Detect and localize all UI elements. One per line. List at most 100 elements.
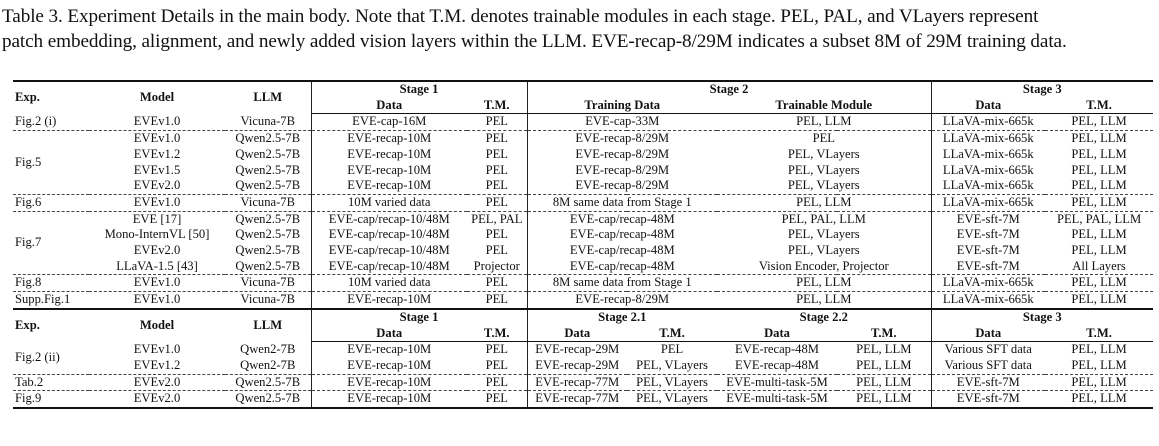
cell-stage3-tm: PEL, LLM [1045,130,1154,147]
cell-model: EVEv1.0 [89,130,225,147]
header-stage1-2: Stage 1 [310,307,528,326]
cell-stage3-tm: PEL, LLM [1045,373,1154,391]
cell-stage3-data: EVE-sft-7M [930,243,1046,259]
cell-stage2-data: EVE-cap-33M [526,113,718,131]
cell-stage1-tm: PEL [485,227,508,242]
cell-stage2-tm: PEL, LLM [717,291,932,310]
header-stage1-data-2: Data [310,325,467,343]
header-stage22-tm: T.M. [837,325,932,343]
cell-stage2-tm: PEL, PAL, LLM [717,210,932,228]
cell-exp: Fig.9 [13,390,89,410]
cell-stage1-tm: PEL [485,178,508,193]
cell-stage1-data: EVE-recap-10M [310,146,467,163]
cell-model: EVEv1.2 [133,146,181,161]
cell-stage3-tm: PEL, LLM [1045,193,1154,212]
cell-stage21-tm: PEL, VLayers [636,357,708,372]
cell-model: EVEv2.0 [89,390,225,410]
cell-stage1-tm: PEL [467,193,528,212]
cell-model: EVEv1.2 [133,357,181,372]
cell-stage21-tm: PEL [660,342,684,357]
header-llm-2: LLM [225,307,311,342]
cell-stage21-data: EVE-recap-29M [526,341,628,358]
header-llm: LLM [225,80,311,114]
cell-stage2-tm: PEL, VLayers [787,146,860,161]
cell-stage1-data: EVE-recap-10M [310,178,467,195]
cell-stage2-tm: PEL [717,130,932,147]
cell-llm: Qwen2.5-7B [235,178,301,193]
cell-stage1-tm: PEL [467,373,528,391]
header-model-2: Model [89,307,225,342]
cell-stage1-tm: PEL [485,342,508,357]
cell-model: LLaVA-1.5 [43] [116,258,198,273]
cell-stage1-tm: PEL [485,146,508,161]
cell-llm: Qwen2.5-7B [235,162,301,177]
header-stage21-tm: T.M. [627,325,718,343]
cell-exp: Fig.2 (ii) [15,349,60,364]
caption-line-1: Table 3. Experiment Details in the main … [2,6,1039,27]
cell-stage1-tm: PEL [467,291,528,310]
cell-stage3-data: LLaVA-mix-665k [930,178,1046,195]
cell-model: EVE [17] [89,210,225,228]
cell-stage2-data: EVE-cap/recap-48M [526,227,718,244]
header-stage1: Stage 1 [310,80,528,98]
cell-stage1-data: EVE-recap-10M [310,341,467,358]
cell-stage2-tm: PEL, VLayers [787,243,860,258]
cell-stage1-data: EVE-recap-10M [310,130,467,147]
cell-stage3-tm: PEL, PAL, LLM [1045,210,1154,228]
cell-stage1-data: EVE-recap-10M [310,162,467,179]
cell-stage3-data: Various SFT data [930,357,1046,375]
cell-model: EVEv2.0 [133,243,181,258]
cell-llm: Vicuna-7B [225,193,311,212]
cell-stage3-tm: PEL, LLM [1071,243,1127,258]
cell-stage22-data: EVE-recap-48M [735,357,819,372]
cell-stage2-data: EVE-recap-8/29M [526,146,718,163]
cell-stage2-tm: PEL, LLM [796,114,852,129]
cell-llm: Qwen2-7B [240,342,296,356]
cell-model: EVEv1.0 [133,342,181,356]
cell-stage21-tm: PEL, VLayers [627,390,718,410]
cell-stage21-data: EVE-recap-29M [526,357,628,375]
header-stage3: Stage 3 [930,80,1154,98]
cell-llm: Qwen2.5-7B [235,243,301,258]
cell-stage2-tm: Vision Encoder, Projector [758,258,889,273]
cell-stage22-data: EVE-multi-task-5M [717,373,838,391]
cell-model: EVEv1.0 [89,291,225,310]
cell-stage1-tm: PEL [467,390,528,410]
header-exp-2: Exp. [13,307,89,342]
cell-stage3-data: LLaVA-mix-665k [930,162,1046,179]
cell-model: EVEv2.0 [89,373,225,391]
cell-llm: Qwen2.5-7B [225,373,311,391]
cell-stage2-tm: PEL, VLayers [787,162,860,177]
cell-stage1-data: EVE-recap-10M [310,373,467,391]
cell-stage1-data: EVE-recap-10M [310,291,467,310]
cell-stage1-data: EVE-recap-10M [310,357,467,375]
cell-stage21-data: EVE-recap-77M [526,373,628,391]
cell-stage3-data: LLaVA-mix-665k [930,146,1046,163]
header-stage3-2: Stage 3 [930,307,1154,326]
header-stage1-tm-2: T.M. [467,325,528,343]
cell-stage22-tm: PEL, LLM [856,342,912,357]
cell-model: EVEv1.5 [133,162,181,177]
cell-stage3-data: LLaVA-mix-665k [930,291,1046,310]
cell-model: EVEv1.0 [89,193,225,212]
cell-exp: Fig.7 [13,210,89,275]
cell-stage2-tm: PEL, LLM [717,274,932,292]
cell-llm: Vicuna-7B [225,291,311,310]
header-stage3-data-2: Data [930,325,1046,343]
cell-stage1-tm: PEL [467,130,528,147]
cell-stage21-tm: PEL, VLayers [627,373,718,391]
cell-stage1-tm: PEL, PAL [467,210,528,228]
cell-stage3-data: EVE-sft-7M [930,373,1046,391]
cell-exp: Fig.5 [13,130,89,195]
